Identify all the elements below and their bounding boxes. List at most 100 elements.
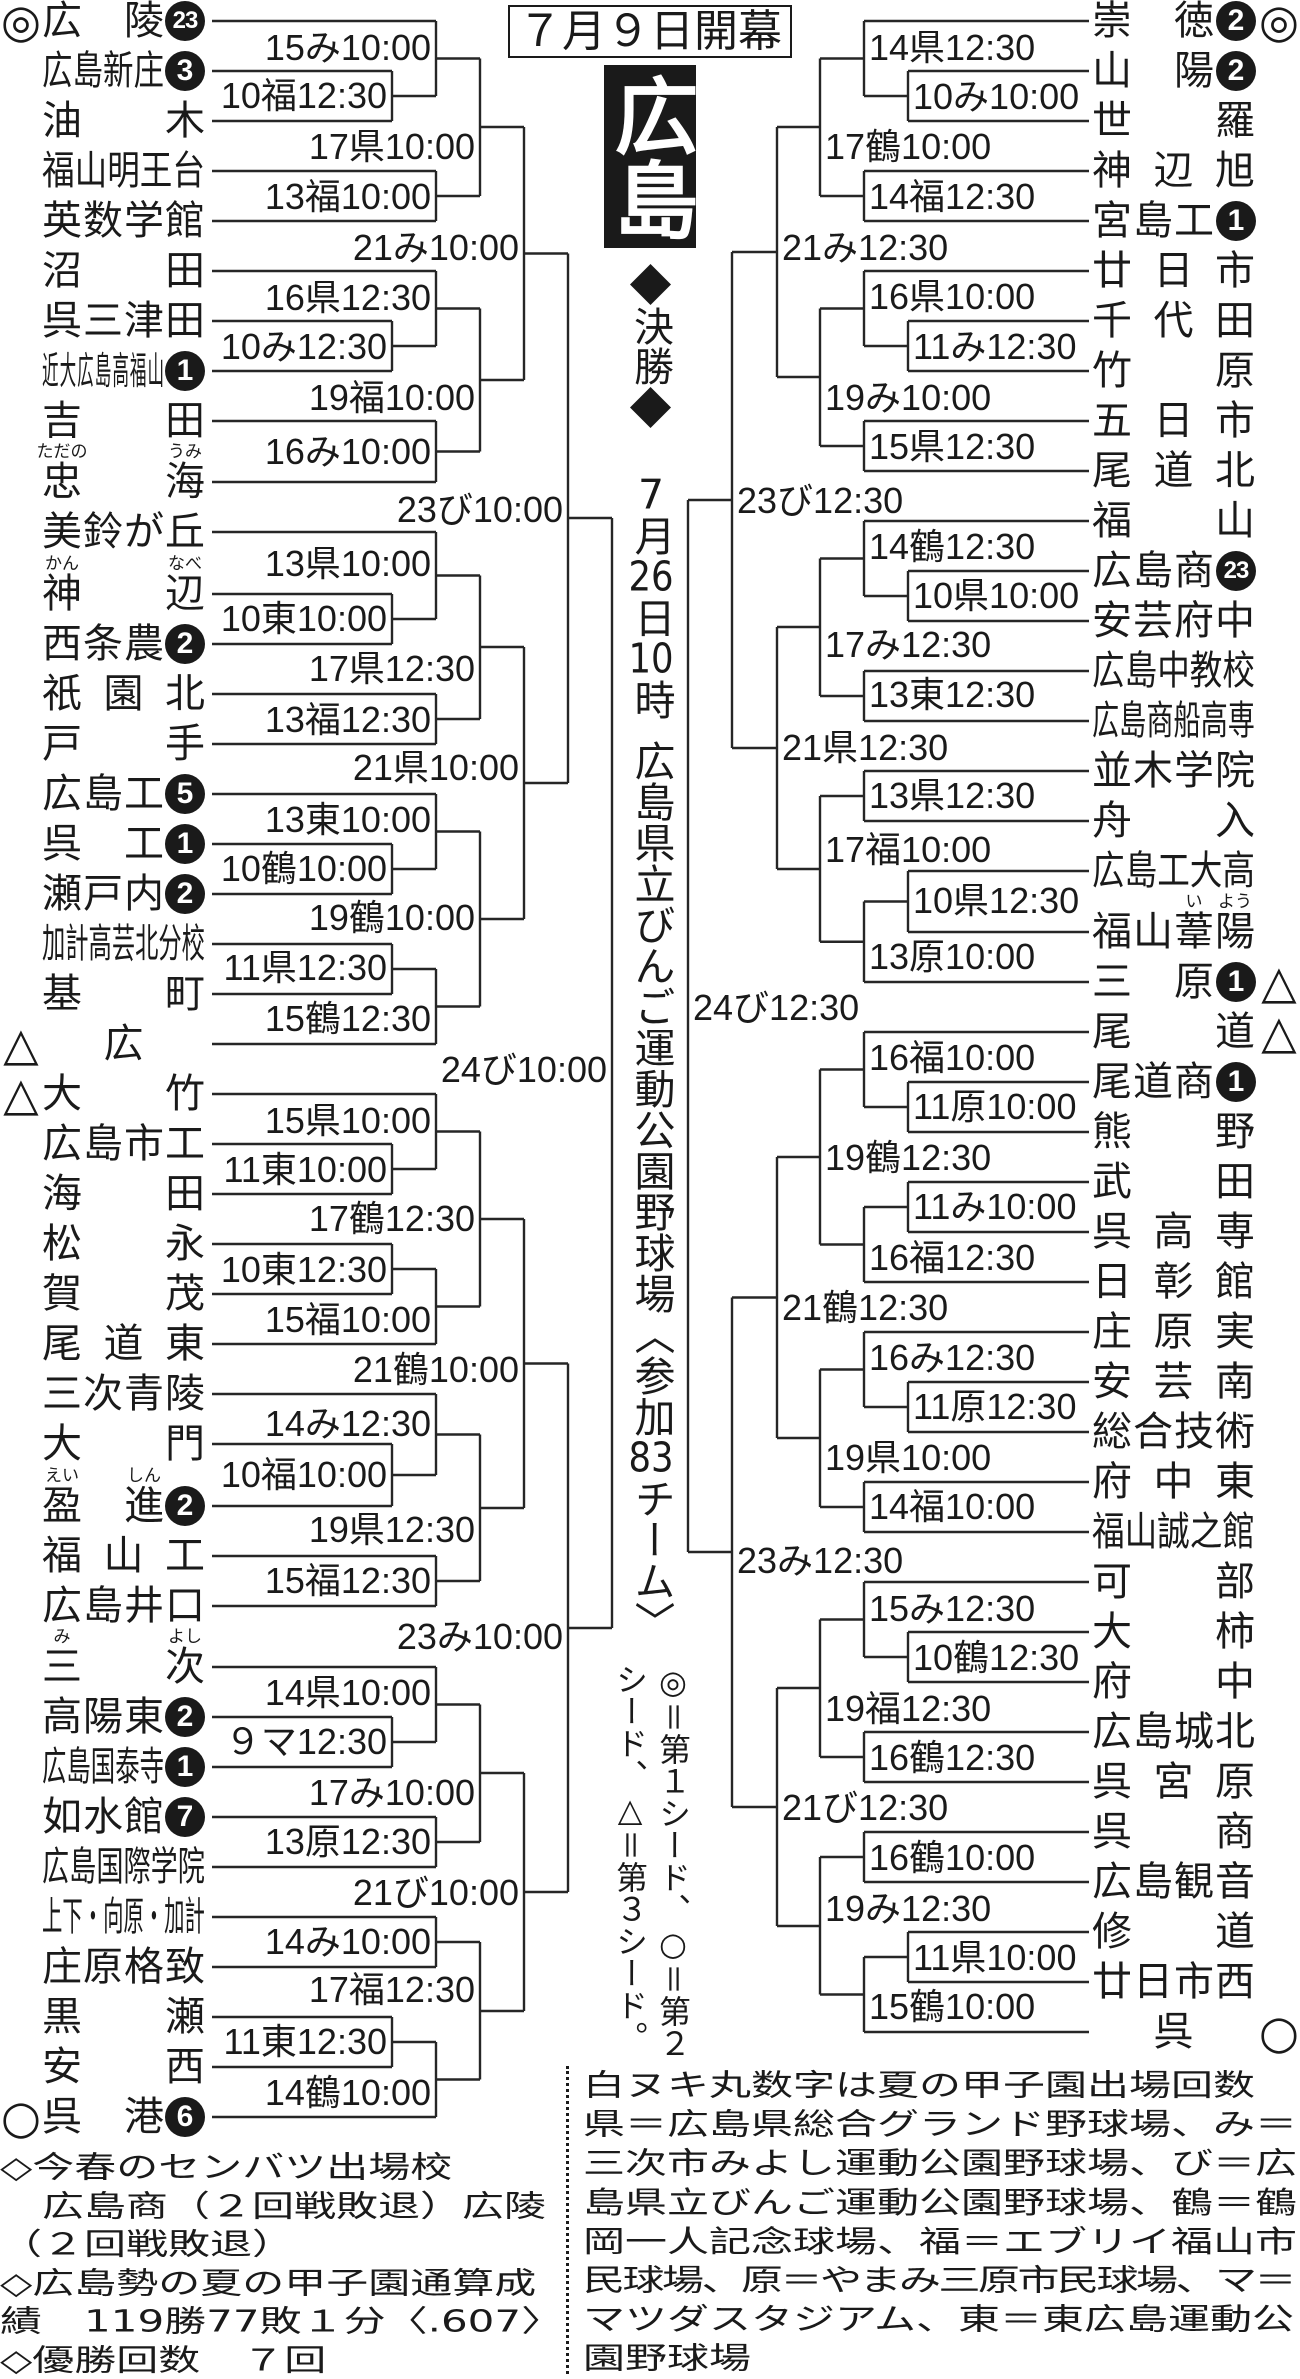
team-name: 呉宮原	[1092, 1759, 1255, 1805]
team-entry-right: 五日市	[1090, 399, 1300, 443]
team-name: 松永	[42, 1221, 205, 1267]
team-entry-left: △広	[0, 1021, 212, 1067]
team-entry-right: 福山誠之館	[1090, 1510, 1300, 1554]
team-entry-right: 廿日市	[1090, 249, 1300, 293]
appearance-count-badge: 2	[165, 1486, 205, 1526]
team-name: 総合技術	[1092, 1409, 1255, 1455]
match-label: 17福10:00	[825, 829, 992, 870]
ruby-reading: えい	[45, 1466, 79, 1486]
team-entry-left: 戸手	[0, 722, 212, 766]
ruby-char: えい盈	[42, 1468, 82, 1529]
team-entry-right: 神辺旭	[1090, 149, 1300, 193]
team-entry-right: 並木学院	[1090, 749, 1300, 793]
match-label: 17県10:00	[308, 126, 475, 167]
ruby-reading: かん	[45, 554, 79, 574]
match-label: 21み10:00	[352, 227, 519, 268]
team-entry-left: 広島市工	[0, 1122, 212, 1166]
seed-mark: ◎	[1258, 0, 1300, 48]
match-label: 10福10:00	[220, 1454, 387, 1495]
notes-right-venue-legend: 白ヌキ丸数字は夏の甲子園出場回数 県＝広島県総合グランド野球場、み＝ 三次市みよ…	[583, 2066, 1300, 2378]
match-label: 14み10:00	[264, 1921, 431, 1962]
team-name: 福山工	[42, 1533, 205, 1579]
note-line: ◇広島勢の夏の甲子園通算成	[0, 2265, 537, 2301]
seed-legend: ◎＝第１シード、○＝第２ シード、△＝第３シード。	[608, 1663, 694, 2060]
match-label: 19鶴12:30	[825, 1137, 992, 1178]
team-name: ただの忠うみ海	[37, 444, 206, 505]
seed-mark: ○	[1258, 2005, 1300, 2059]
match-label: 19福10:00	[308, 377, 475, 418]
note-line: 績 119勝77敗１分〈.607〉	[0, 2303, 564, 2339]
appearance-count-badge: 2	[1216, 51, 1256, 91]
match-label: 11県10:00	[913, 1937, 1077, 1978]
team-name: 尾道北	[1092, 448, 1255, 494]
seed-mark: △	[3, 1067, 39, 1121]
team-name: 三次青陵	[42, 1371, 205, 1417]
match-label: 21び10:00	[352, 1872, 519, 1913]
match-label: 19鶴10:00	[308, 897, 475, 938]
team-name: 庄原実	[1092, 1309, 1255, 1355]
team-entry-right: 呉高専	[1090, 1210, 1300, 1254]
team-entry-right: 福山	[1090, 499, 1300, 543]
team-name: 美鈴が丘	[42, 509, 205, 555]
ruby-char: かん神	[42, 556, 82, 617]
seed-mark: ◎	[0, 0, 42, 48]
team-entry-right: 大柿	[1090, 1610, 1300, 1654]
team-name: 加計高芸北分校	[42, 921, 205, 967]
team-entry-left: 尾道東	[0, 1322, 212, 1366]
match-label: 21び12:30	[782, 1787, 949, 1828]
team-name: 呉商	[1092, 1809, 1255, 1855]
team-entry-right: 広島工大高	[1090, 849, 1300, 893]
ruby-reading: なべ	[168, 554, 202, 574]
team-name: 日彰館	[1092, 1259, 1255, 1305]
team-name: 広島商船高専	[1092, 698, 1255, 744]
team-entry-right: 福山い葦よう陽	[1090, 894, 1300, 955]
team-name: 福山	[1092, 498, 1255, 544]
team-name: 油木	[42, 98, 205, 144]
team-entry-left: 上下・向原・加計	[0, 1895, 212, 1939]
match-label: 17県12:30	[308, 648, 475, 689]
team-name: 広陵	[42, 0, 164, 44]
match-label: 23み12:30	[737, 1540, 904, 1581]
ruby-char: み三	[42, 1629, 82, 1690]
team-entry-left: ただの忠うみ海	[0, 444, 212, 505]
note-line: マツダスタジアム、東＝東広島運動公	[583, 2301, 1295, 2337]
team-name: えい盈 しん進	[42, 1468, 164, 1529]
prefecture-title: 広島	[601, 65, 699, 248]
team-entry-right: 庄原実	[1090, 1310, 1300, 1354]
match-label: 10県12:30	[913, 880, 1080, 921]
team-name: 広島工	[42, 771, 164, 817]
team-entry-left: 吉田	[0, 399, 212, 443]
team-entry-right: 府中	[1090, 1660, 1300, 1704]
match-label: ９マ12:30	[224, 1721, 387, 1762]
match-label: 19県12:30	[308, 1509, 475, 1550]
team-name: 大竹	[42, 1071, 205, 1117]
match-label: 19み10:00	[825, 377, 992, 418]
team-entry-right: 日彰館	[1090, 1260, 1300, 1304]
match-label: 11東10:00	[223, 1149, 387, 1190]
ruby-char: 山	[1133, 910, 1173, 954]
seed-legend-line: ◎＝第１シード、○＝第２	[654, 1663, 692, 2060]
team-name: 並木学院	[1092, 748, 1255, 794]
ruby-char: しん進	[124, 1468, 164, 1529]
seed-mark: △	[1261, 1005, 1297, 1059]
match-label: 13福12:30	[264, 699, 431, 740]
match-label: 13原10:00	[869, 936, 1036, 977]
dotted-divider	[566, 2066, 569, 2374]
match-label: 19福12:30	[825, 1688, 992, 1729]
ruby-base: 三	[42, 1644, 82, 1690]
team-name: 広島工大高	[1092, 848, 1255, 894]
note-line: ◇優勝回数 ７回	[0, 2342, 327, 2378]
final-month: 7	[637, 474, 665, 515]
team-name: 熊野	[1092, 1109, 1255, 1155]
match-label: 11県12:30	[223, 947, 387, 988]
team-entry-left: 祇園北	[0, 672, 212, 716]
match-label: 17福12:30	[308, 1969, 475, 2010]
match-label: 15県12:30	[869, 426, 1036, 467]
match-label: 13東12:30	[869, 674, 1036, 715]
team-name: 広島城北	[1092, 1709, 1255, 1755]
